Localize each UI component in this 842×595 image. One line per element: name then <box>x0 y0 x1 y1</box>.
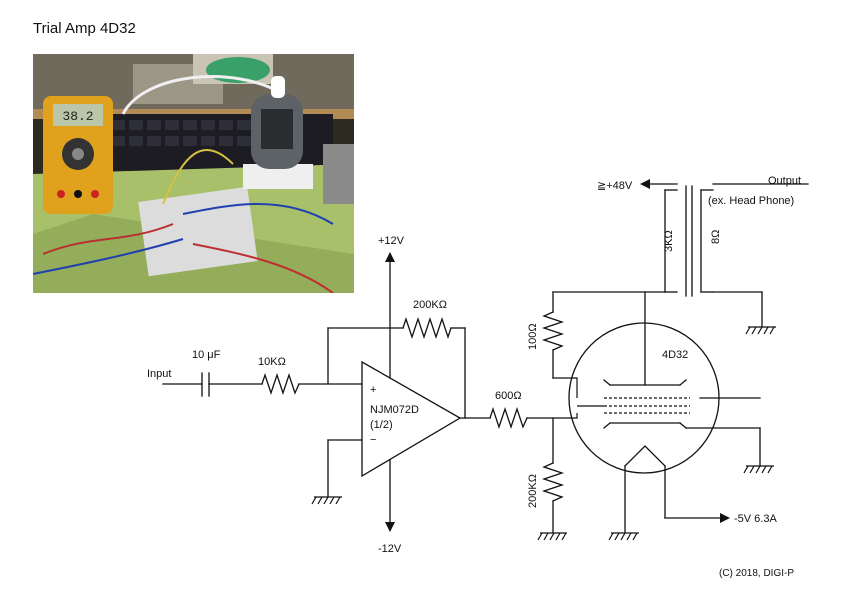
output-label: Output <box>768 175 801 187</box>
supply-pos-arrow <box>385 252 395 262</box>
transformer-secondary-label: 8Ω <box>710 230 722 244</box>
vacuum-tube-photo <box>243 76 313 189</box>
plate-resistor <box>541 311 565 351</box>
opamp-plus-label: + <box>370 384 376 396</box>
b-plus-label: ≧+48V <box>597 180 633 192</box>
opamp-name-label: NJM072D <box>370 404 419 416</box>
feedback-resistor-label: 200KΩ <box>413 299 447 311</box>
tube-filament <box>624 445 666 467</box>
multimeter-reading: 38.2 <box>62 109 93 124</box>
plate-resistor-label: 100Ω <box>527 323 539 350</box>
transformer-primary-label: 3KΩ <box>663 230 675 252</box>
input-label: Input <box>147 368 171 380</box>
op-amp <box>361 360 462 478</box>
tube-label: 4D32 <box>662 349 688 361</box>
supply-pos-label: +12V <box>378 235 405 247</box>
capacitor-label: 10 μF <box>192 349 221 361</box>
multimeter: 38.2 <box>43 96 113 214</box>
grid-leak-label: 200KΩ <box>527 474 539 508</box>
heater-label: -5V 6.3A <box>734 513 777 525</box>
grid-resistor <box>489 406 528 430</box>
b-plus-arrow <box>640 179 650 189</box>
page-title: Trial Amp 4D32 <box>33 20 136 37</box>
copyright: (C) 2018, DIGI-P <box>719 568 795 579</box>
supply-neg-label: -12V <box>378 543 402 555</box>
opamp-unit-label: (1/2) <box>370 419 393 431</box>
output-note-label: (ex. Head Phone) <box>708 195 794 207</box>
grid-resistor-label: 600Ω <box>495 390 522 402</box>
ground-symbols <box>311 326 776 541</box>
input-resistor-label: 10KΩ <box>258 356 286 368</box>
feedback-resistor <box>402 316 452 340</box>
input-resistor <box>261 372 300 396</box>
heater-arrow <box>720 513 730 523</box>
grid-leak-resistor <box>541 462 565 502</box>
opamp-minus-label: − <box>370 434 376 446</box>
build-photo: 38.2 <box>33 54 354 293</box>
supply-neg-arrow <box>385 522 395 532</box>
